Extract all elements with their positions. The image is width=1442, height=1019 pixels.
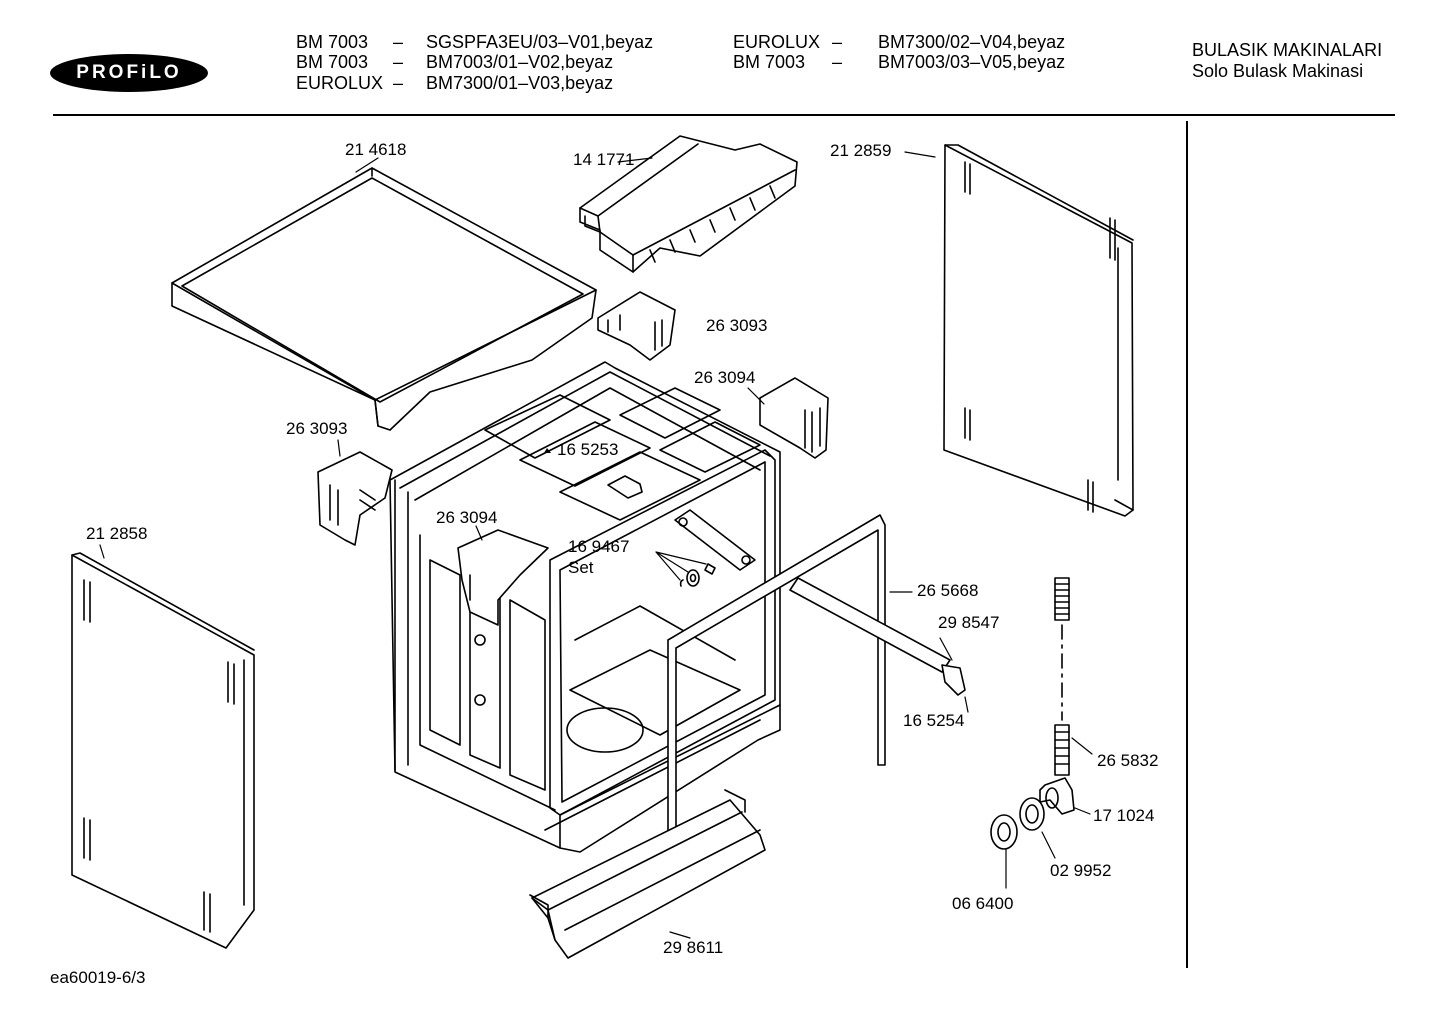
model-code: SGSPFA3EU/03–V01,beyaz xyxy=(426,32,654,52)
part-label: 26 5832 xyxy=(1097,751,1159,770)
part-label: 16 9467 xyxy=(568,537,630,556)
model-code: BM7300/01–V03,beyaz xyxy=(426,73,614,93)
part-label: 17 1024 xyxy=(1093,806,1155,825)
part-label: 26 3094 xyxy=(436,508,498,527)
part-label: 21 2859 xyxy=(830,141,892,160)
part-label: 06 6400 xyxy=(952,894,1014,913)
leader-lines xyxy=(99,151,1093,939)
model-name: BM 7003 xyxy=(733,52,806,72)
model-dash: – xyxy=(393,32,404,52)
worktop-part xyxy=(171,167,597,431)
logo-text: PROFiLO xyxy=(76,62,182,83)
model-name: EUROLUX xyxy=(733,32,821,52)
part-label: 16 5254 xyxy=(903,711,965,730)
part-label: 16 5253 xyxy=(557,440,619,459)
tub-frame-part xyxy=(389,361,781,853)
model-dash: – xyxy=(393,73,404,93)
bracket-part xyxy=(597,291,676,361)
kickplate-part xyxy=(529,789,766,959)
hose-part xyxy=(1054,577,1070,776)
model-name: BM 7003 xyxy=(296,32,369,52)
left-side-panel-part xyxy=(71,552,255,949)
category-subtitle: Solo Bulask Makinasi xyxy=(1192,61,1364,81)
part-label: 26 3093 xyxy=(706,316,768,335)
side-divider xyxy=(1186,121,1188,968)
part-label: 26 5668 xyxy=(917,581,979,600)
part-label: 21 4618 xyxy=(345,140,407,159)
right-side-panel-part xyxy=(943,144,1134,517)
control-module-part xyxy=(579,135,798,273)
logo-oval xyxy=(50,54,208,92)
model-code: BM7003/03–V05,beyaz xyxy=(878,52,1066,72)
ring-part xyxy=(1019,797,1045,831)
bracket-part xyxy=(759,377,829,459)
hinge-bar-part xyxy=(674,509,756,571)
part-label: 26 3094 xyxy=(694,368,756,387)
door-seal-part xyxy=(667,514,886,881)
model-code: BM7300/02–V04,beyaz xyxy=(878,32,1066,52)
arrow-marker xyxy=(544,448,551,453)
set-small-parts xyxy=(679,563,716,587)
elbow-part xyxy=(1039,777,1075,815)
part-label: 26 3093 xyxy=(286,419,348,438)
brand-logo: PROFiLO xyxy=(50,54,208,92)
bracket-part xyxy=(457,529,549,626)
model-name: EUROLUX xyxy=(296,73,384,93)
spray-tube-part xyxy=(789,577,966,696)
model-dash: – xyxy=(832,52,843,72)
header-divider xyxy=(53,114,1395,116)
model-code: BM7003/01–V02,beyaz xyxy=(426,52,614,72)
front-frame-part xyxy=(549,449,776,816)
part-label: 14 1771 xyxy=(573,150,635,169)
nut-part xyxy=(990,814,1018,850)
part-label: Set xyxy=(568,558,594,577)
bracket-part xyxy=(317,451,393,546)
part-label: 21 2858 xyxy=(86,524,148,543)
drawing-reference: ea60019-6/3 xyxy=(50,968,146,987)
model-dash: – xyxy=(832,32,843,52)
model-dash: – xyxy=(393,52,404,72)
part-label: 29 8611 xyxy=(663,938,724,957)
model-name: BM 7003 xyxy=(296,52,369,72)
part-label: 29 8547 xyxy=(938,613,1000,632)
clip-part xyxy=(607,475,643,499)
part-label: 02 9952 xyxy=(1050,861,1112,880)
category-title: BULASIK MAKINALARI xyxy=(1192,40,1383,60)
